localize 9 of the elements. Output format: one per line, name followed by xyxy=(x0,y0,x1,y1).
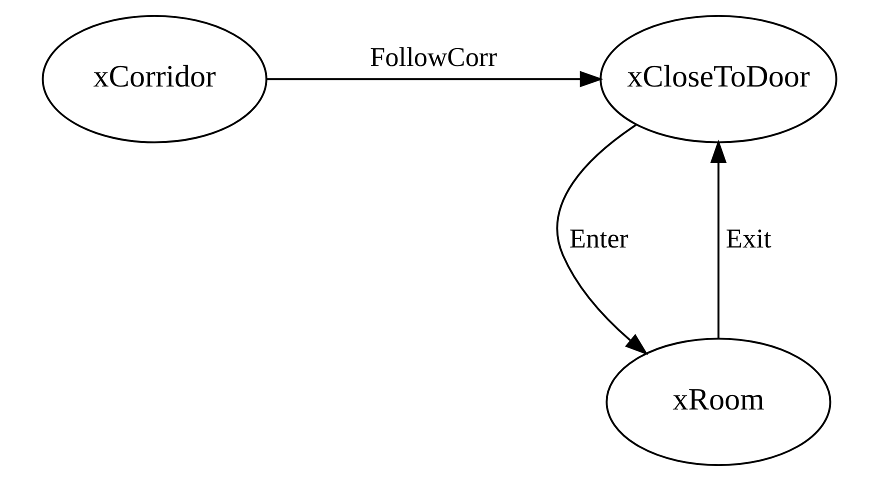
edge-label: Exit xyxy=(725,224,771,254)
edge-label: FollowCorr xyxy=(370,42,497,72)
node-ellipse: xCorridor xyxy=(41,14,267,144)
node-ellipse: xRoom xyxy=(605,338,831,466)
node-ellipse: xCloseToDoor xyxy=(599,14,837,144)
arrow xyxy=(266,70,603,88)
arrow xyxy=(710,140,726,339)
arrow xyxy=(556,124,648,356)
edge-label: Enter xyxy=(568,224,628,254)
